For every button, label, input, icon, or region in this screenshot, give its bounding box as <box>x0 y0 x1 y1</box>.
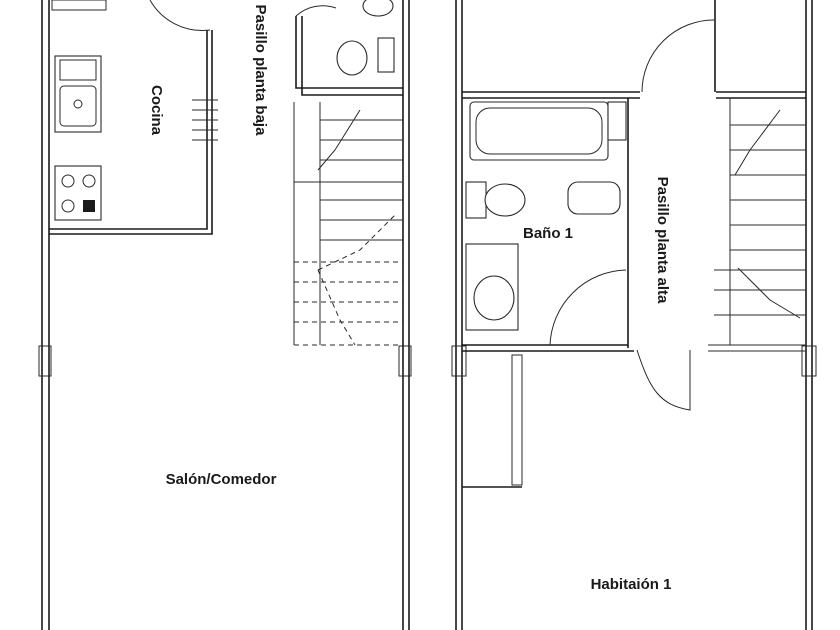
wc-wall <box>295 16 403 89</box>
staircase-ground <box>293 102 403 346</box>
sink-drainer <box>59 59 97 81</box>
hall-door-swing <box>636 349 691 411</box>
staircase-upper <box>708 98 806 352</box>
washbasin <box>473 275 515 321</box>
wall-column <box>38 345 52 377</box>
toilet <box>336 40 368 76</box>
sink-drain <box>73 99 83 109</box>
bathroom-door-swing <box>549 269 627 346</box>
room-label-habitacion: Habitaión 1 <box>591 576 672 593</box>
sink <box>54 55 102 133</box>
bathtub-inner <box>475 107 603 155</box>
ground-floor: Cocina Pasillo planta baja Salón/Comedor <box>38 0 412 630</box>
bathroom-wall-right <box>462 98 629 348</box>
room-label-salon: Salón/Comedor <box>166 471 277 488</box>
upper-floor: Baño 1 Pasillo planta alta Habitaión 1 <box>451 0 817 630</box>
wall-column <box>451 345 467 377</box>
wc-wall-inner <box>301 16 403 96</box>
room-label-pasillo-baja: Pasillo planta baja <box>252 5 269 137</box>
kitchen-door-swing <box>149 0 211 31</box>
oven-control <box>83 200 95 212</box>
burner <box>82 174 96 188</box>
door-swing-top <box>641 19 716 93</box>
shelf <box>607 101 627 141</box>
room-label-cocina: Cocina <box>148 85 165 136</box>
closet-door <box>511 354 523 486</box>
wall-column <box>801 345 817 377</box>
toilet <box>484 183 526 217</box>
toilet-tank <box>465 181 487 219</box>
washbasin <box>362 0 394 17</box>
kitchen-wall-inner <box>49 30 208 230</box>
sink-basin <box>59 85 97 127</box>
wall-column <box>398 345 412 377</box>
radiator-icon <box>192 99 218 141</box>
toilet-tank <box>377 37 395 73</box>
burner <box>61 174 75 188</box>
bidet <box>567 181 621 215</box>
wc-door-swing <box>295 5 337 17</box>
room-label-pasillo-alta: Pasillo planta alta <box>654 177 671 304</box>
burner <box>61 199 75 213</box>
counter <box>51 0 107 11</box>
room-label-bano: Baño 1 <box>523 225 573 242</box>
bathtub <box>469 101 609 161</box>
kitchen-wall <box>49 30 213 235</box>
